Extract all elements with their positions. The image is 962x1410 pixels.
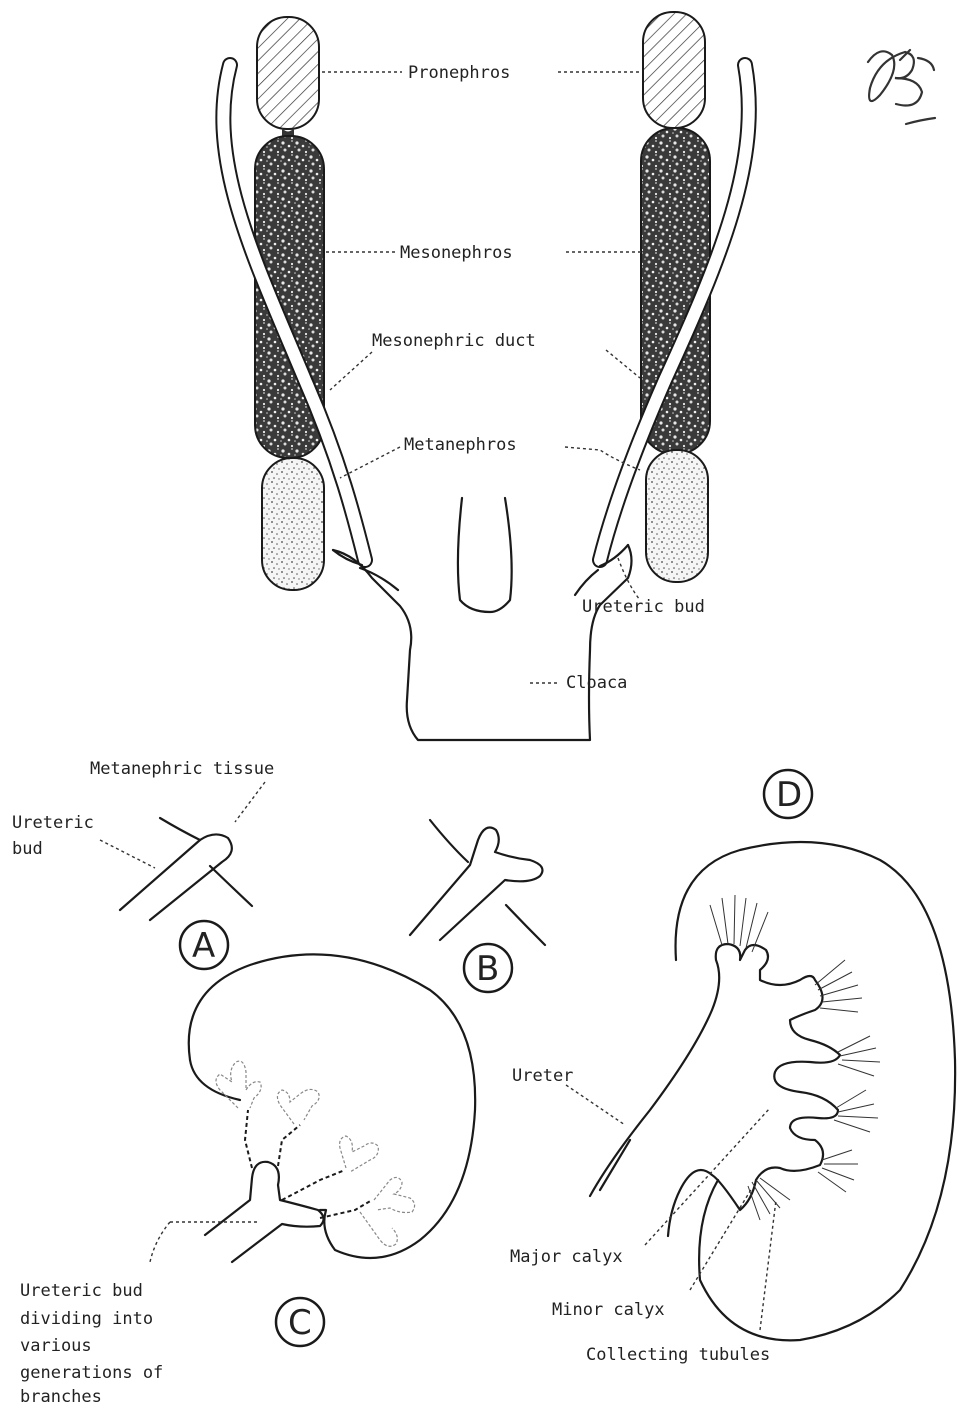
signature-mark	[868, 50, 935, 124]
label-ureteric-bud-a-1: Ureteric	[12, 813, 94, 833]
label-metanephric-tissue: Metanephric tissue	[90, 759, 274, 779]
cloaca-outline	[333, 498, 632, 740]
label-dividing-1: Ureteric bud	[20, 1281, 143, 1301]
nephros-organs	[255, 12, 710, 590]
panel-b-label: B	[476, 949, 499, 989]
label-mesonephros: Mesonephros	[400, 243, 513, 263]
label-major-calyx: Major calyx	[510, 1247, 623, 1267]
pronephros-left	[257, 17, 319, 129]
panel-d-diagram: D Ureter Major calyx Minor calyx Collect…	[510, 770, 955, 1365]
panel-b-diagram: B	[410, 820, 545, 992]
label-pronephros: Pronephros	[408, 63, 510, 83]
label-ureter: Ureter	[512, 1066, 573, 1086]
panel-a-label: A	[192, 926, 215, 966]
label-dividing-5: branches	[20, 1387, 102, 1405]
panel-a-diagram: Metanephric tissue Ureteric bud A	[12, 759, 274, 969]
label-dividing-3: various	[20, 1336, 92, 1356]
label-dividing-4: generations of	[20, 1363, 163, 1383]
pronephros-right	[643, 12, 705, 128]
label-mesonephric-duct: Mesonephric duct	[372, 331, 536, 351]
label-ureteric-bud-top: Ureteric bud	[582, 597, 705, 617]
label-collecting-tubules: Collecting tubules	[586, 1345, 770, 1365]
label-minor-calyx: Minor calyx	[552, 1300, 665, 1320]
panel-c-diagram: C Ureteric bud dividing into various gen…	[20, 954, 475, 1405]
label-cloaca: Cloaca	[566, 673, 627, 693]
label-dividing-2: dividing into	[20, 1309, 153, 1329]
metanephros-left	[262, 458, 324, 590]
panel-d-label: D	[776, 775, 802, 815]
label-ureteric-bud-a-2: bud	[12, 839, 43, 859]
panel-c-label: C	[288, 1303, 312, 1343]
metanephros-right	[646, 450, 708, 582]
label-metanephros: Metanephros	[404, 435, 517, 455]
